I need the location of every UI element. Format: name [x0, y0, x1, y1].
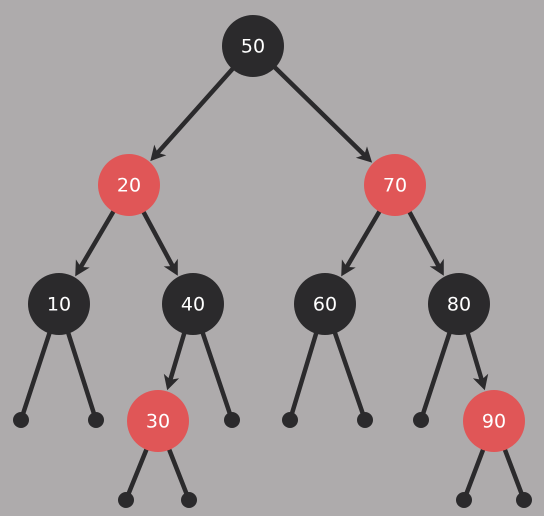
nil-leaf-60-left — [282, 412, 298, 428]
arrowhead — [150, 144, 167, 162]
black-node-circle — [428, 273, 490, 335]
node-label: 30 — [146, 411, 170, 433]
nil-edge-line — [289, 329, 319, 417]
tree-edge-n40-n30 — [163, 329, 187, 391]
arrowhead — [341, 259, 356, 277]
tree-edge-n10-nil-10-left — [20, 329, 53, 417]
nil-leaf-10-left — [13, 412, 29, 428]
tree-edge-n60-nil-60-right — [332, 329, 366, 417]
nil-edge-line — [332, 329, 366, 417]
arrowhead — [163, 258, 178, 276]
black-node-circle — [28, 273, 90, 335]
tree-node-70: 70 — [364, 154, 426, 216]
nil-leaf-90-left — [456, 492, 472, 508]
node-label: 90 — [482, 411, 506, 433]
nodes-layer: 50 20 70 10 40 60 80 30 90 — [28, 15, 525, 452]
nil-edge-line — [20, 329, 53, 417]
arrowhead — [163, 373, 180, 391]
nil-edge-line — [166, 445, 190, 497]
red-node-circle — [364, 154, 426, 216]
nil-edge-line — [65, 329, 97, 417]
edges-layer — [20, 64, 525, 497]
node-label: 50 — [241, 36, 265, 58]
edge-line — [140, 208, 175, 268]
tree-edge-n90-nil-90-right — [502, 445, 525, 497]
red-node-circle — [98, 154, 160, 216]
nil-edge-line — [502, 445, 525, 497]
tree-node-60: 60 — [294, 273, 356, 335]
tree-node-90: 90 — [463, 390, 525, 452]
nil-leaf-40-right — [224, 412, 240, 428]
nil-edge-line — [199, 329, 233, 417]
black-node-circle — [162, 273, 224, 335]
tree-node-20: 20 — [98, 154, 160, 216]
tree-edge-n20-n40 — [140, 208, 178, 276]
tree-edge-n50-n70 — [271, 64, 373, 163]
nil-leaf-90-right — [516, 492, 532, 508]
arrowhead — [355, 146, 373, 163]
nil-edge-line — [420, 329, 453, 417]
tree-node-80: 80 — [428, 273, 490, 335]
nil-leaf-10-right — [88, 412, 104, 428]
arrowhead — [472, 373, 489, 391]
edge-line — [79, 207, 117, 269]
node-label: 40 — [181, 294, 205, 316]
edge-line — [156, 65, 236, 155]
nil-edge-line — [126, 445, 150, 497]
tree-edge-n70-n60 — [341, 207, 383, 277]
tree-node-30: 30 — [127, 390, 189, 452]
edge-line — [465, 329, 484, 382]
tree-edge-n60-nil-60-left — [289, 329, 319, 417]
node-label: 20 — [117, 175, 141, 197]
node-label: 60 — [313, 294, 337, 316]
tree-edge-n90-nil-90-left — [463, 445, 486, 497]
nil-leaf-30-left — [118, 492, 134, 508]
black-node-circle — [222, 15, 284, 77]
nil-leaves-layer — [13, 412, 532, 508]
red-node-circle — [463, 390, 525, 452]
tree-edge-n80-nil-80-left — [420, 329, 453, 417]
tree-edge-n70-n80 — [406, 208, 444, 276]
tree-node-50: 50 — [222, 15, 284, 77]
edge-line — [406, 208, 441, 268]
tree-edge-n30-nil-30-right — [166, 445, 190, 497]
nil-leaf-60-right — [357, 412, 373, 428]
nil-leaf-30-right — [181, 492, 197, 508]
tree-edge-n20-n10 — [75, 207, 117, 277]
tree-edge-n40-nil-40-right — [199, 329, 233, 417]
node-label: 70 — [383, 175, 407, 197]
arrowhead — [75, 259, 90, 277]
edge-line — [271, 64, 366, 157]
tree-edge-n10-nil-10-right — [65, 329, 97, 417]
tree-node-40: 40 — [162, 273, 224, 335]
nil-leaf-80-left — [413, 412, 429, 428]
tree-edge-n80-n90 — [465, 329, 489, 391]
tree-edge-n50-n20 — [150, 65, 236, 162]
edge-line — [168, 329, 187, 382]
tree-edge-n30-nil-30-left — [126, 445, 150, 497]
arrowhead — [429, 258, 444, 276]
red-node-circle — [127, 390, 189, 452]
edge-line — [345, 207, 383, 269]
nil-edge-line — [463, 445, 486, 497]
node-label: 80 — [447, 294, 471, 316]
node-label: 10 — [47, 294, 71, 316]
black-node-circle — [294, 273, 356, 335]
tree-node-10: 10 — [28, 273, 90, 335]
